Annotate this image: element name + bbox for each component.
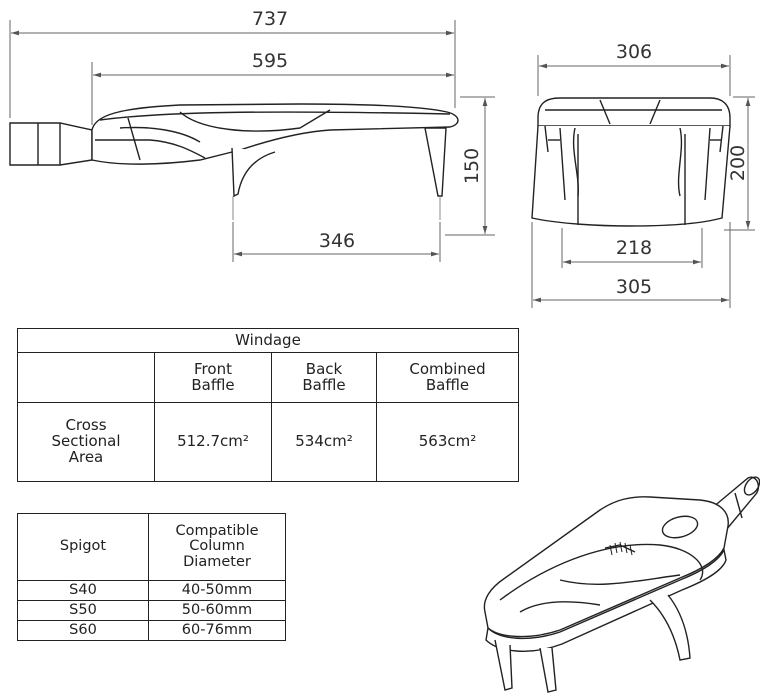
iso-body-top	[483, 496, 729, 638]
windage-title: Windage	[17, 328, 519, 353]
diameter-cell: 60-76mm	[148, 620, 286, 641]
end-dimensions	[531, 55, 755, 308]
iso-body-side	[485, 547, 727, 652]
spigot-header: Spigot	[17, 513, 149, 581]
dim-306-label: 306	[616, 41, 652, 63]
side-view	[9, 103, 459, 220]
table-row: S40 40-50mm	[17, 580, 286, 601]
diameter-cell: 50-60mm	[148, 600, 286, 621]
side-body-outline	[91, 103, 459, 165]
dim-305-label: 305	[616, 276, 652, 298]
dim-200-label: 200	[727, 145, 749, 181]
dim-150-label: 150	[461, 148, 483, 184]
dim-595-label: 595	[252, 50, 288, 72]
end-top-shell	[537, 97, 731, 127]
windage-value-back: 534cm²	[271, 402, 377, 482]
table-row: S60 60-76mm	[17, 620, 286, 641]
diameter-cell: 40-50mm	[148, 580, 286, 601]
windage-header-blank	[17, 352, 155, 403]
iso-leg-right	[539, 647, 557, 693]
spigot-tube-outline	[9, 122, 93, 166]
spigot-cell: S60	[17, 620, 149, 641]
isometric-view	[483, 476, 760, 693]
windage-value-front: 512.7cm²	[154, 402, 272, 482]
dim-737-label: 737	[252, 8, 288, 30]
end-body-outline	[531, 125, 731, 227]
windage-table: Windage Front Baffle Back Baffle Combine…	[17, 328, 519, 482]
side-dimensions	[9, 20, 495, 262]
iso-leg-left	[494, 639, 513, 691]
end-view	[531, 97, 731, 227]
windage-header-front: Front Baffle	[154, 352, 272, 403]
spigot-cell: S40	[17, 580, 149, 601]
windage-header-combined: Combined Baffle	[376, 352, 519, 403]
iso-top-hole	[661, 515, 699, 539]
spigot-table: Spigot Compatible Column Diameter S40 40…	[17, 513, 286, 641]
windage-row-label: Cross Sectional Area	[17, 402, 155, 482]
front-leg	[424, 127, 447, 197]
spigot-cell: S50	[17, 600, 149, 621]
dim-218-label: 218	[616, 237, 652, 259]
rear-leg	[231, 147, 276, 198]
dim-346-label: 346	[319, 230, 355, 252]
windage-header-back: Back Baffle	[271, 352, 377, 403]
windage-value-combined: 563cm²	[376, 402, 519, 482]
iso-leg-rear	[649, 594, 691, 661]
table-row: S50 50-60mm	[17, 600, 286, 621]
diameter-header: Compatible Column Diameter	[148, 513, 286, 581]
